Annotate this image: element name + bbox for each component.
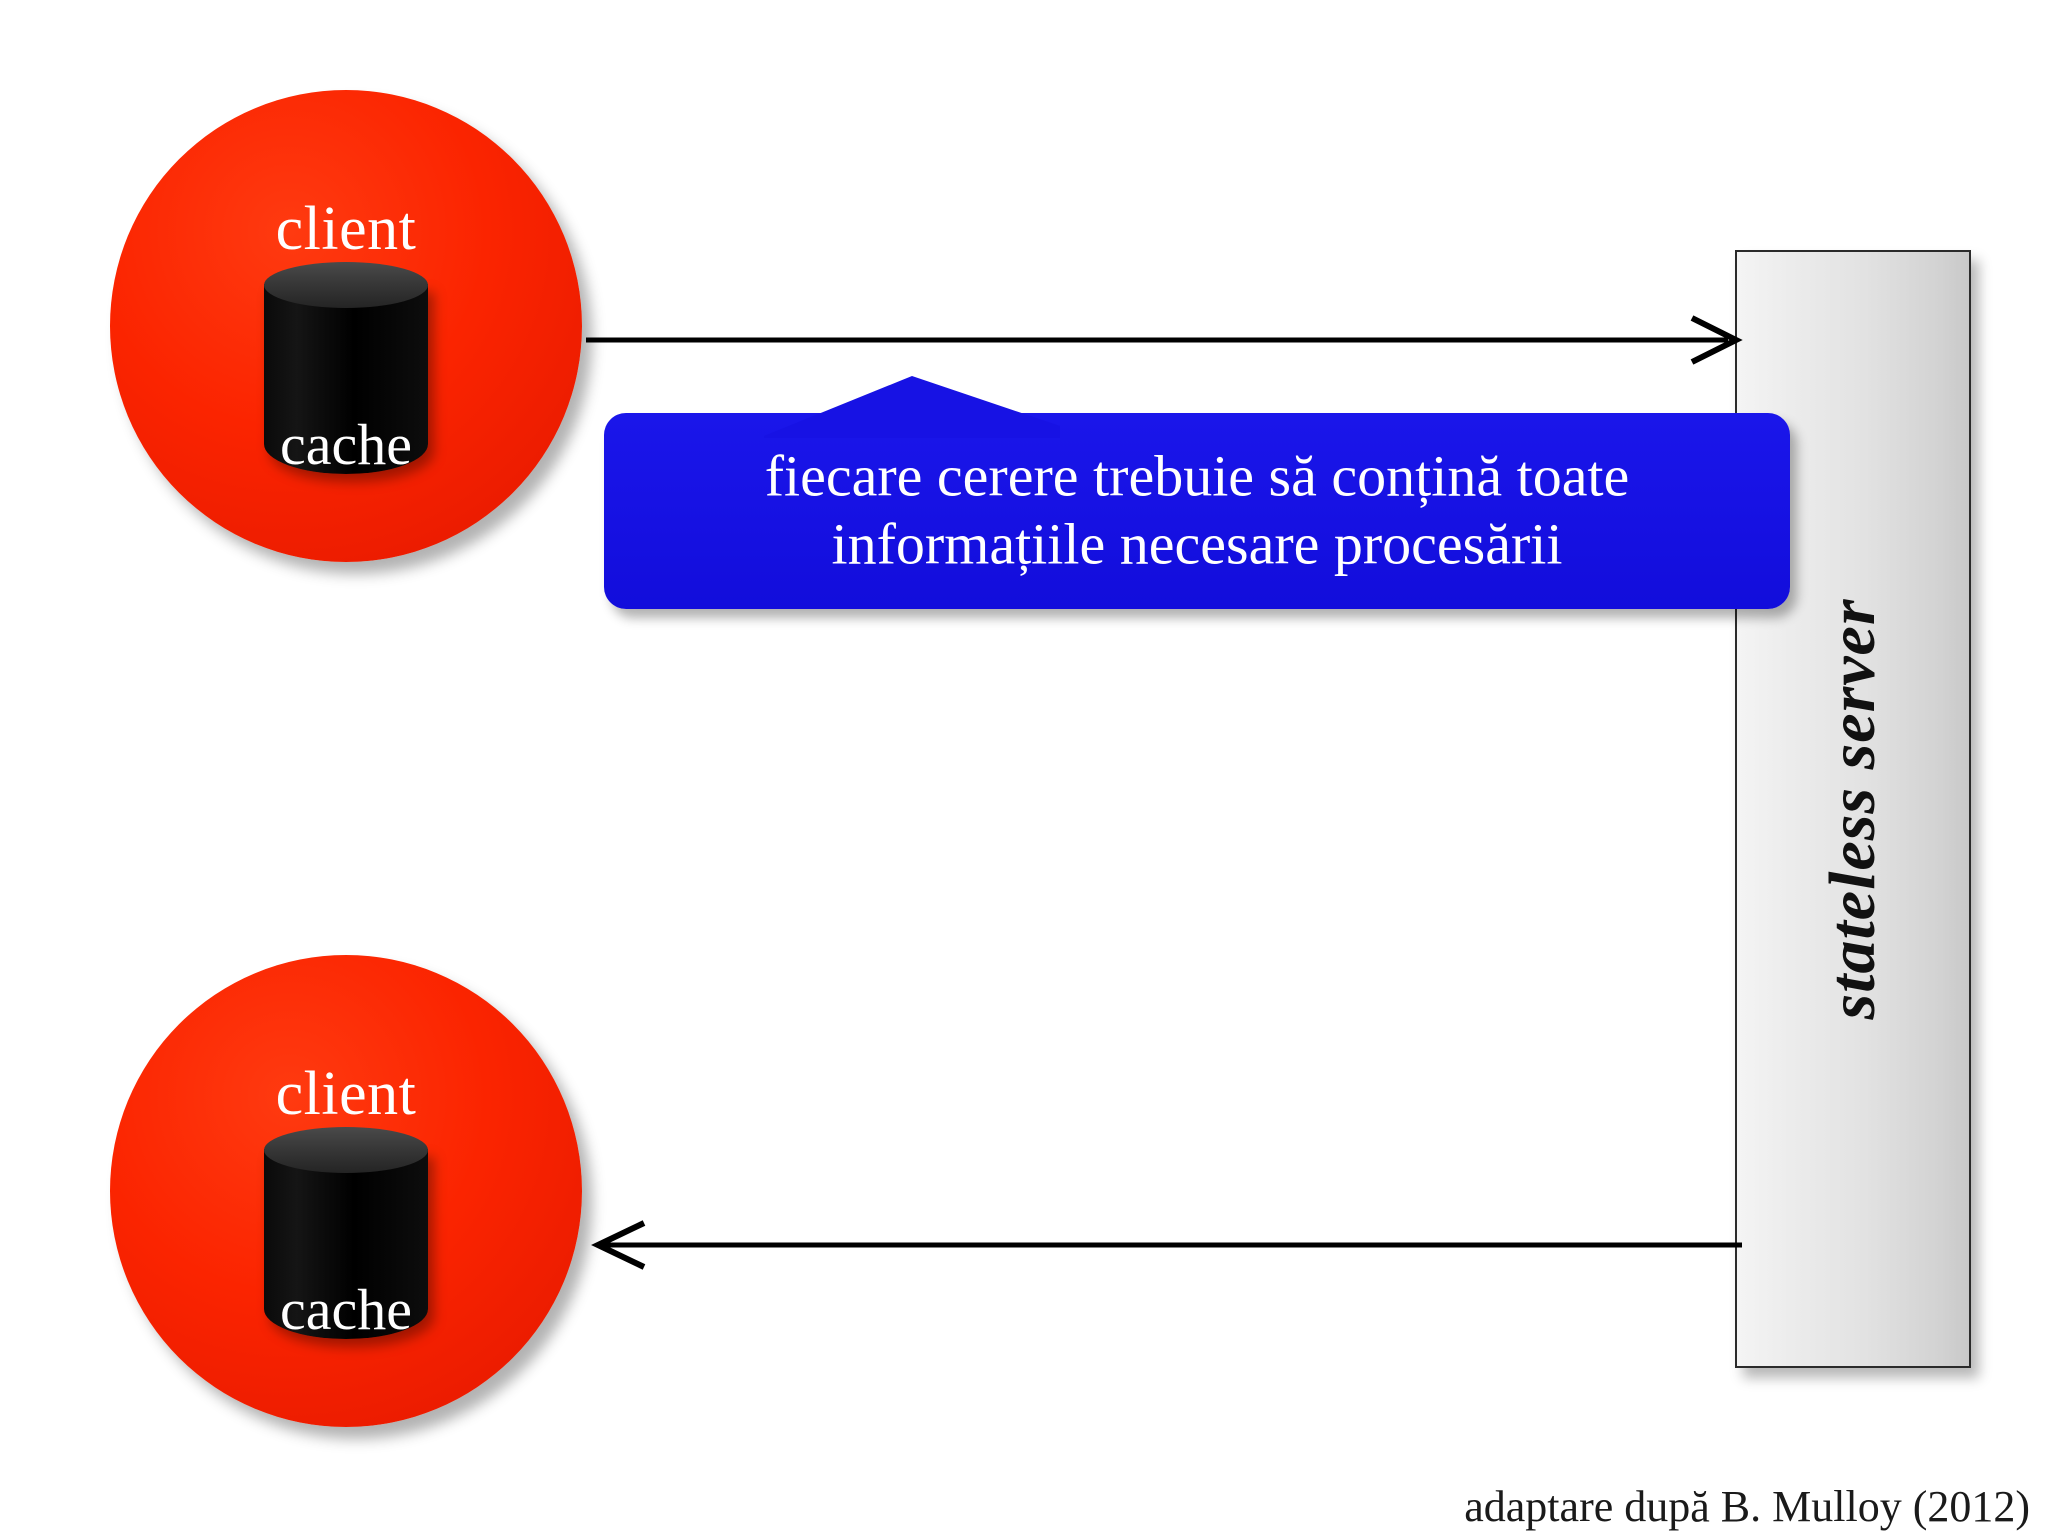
callout-tail-icon bbox=[764, 376, 1060, 438]
credit-text: adaptare după B. Mulloy (2012) bbox=[1464, 1482, 2030, 1531]
client-node-top[interactable]: client cache bbox=[110, 90, 582, 562]
request-arrowhead bbox=[1690, 315, 1743, 365]
cylinder-body bbox=[264, 284, 428, 474]
cylinder-top-ellipse bbox=[264, 1127, 428, 1173]
cache-label-bottom: cache bbox=[280, 1277, 412, 1342]
stateless-server-label: stateless server bbox=[1816, 598, 1889, 1020]
client-label-top: client bbox=[275, 195, 417, 263]
cache-cylinder-bottom: cache bbox=[264, 1127, 428, 1357]
callout-box[interactable]: fiecare cerere trebuie să conțină toate … bbox=[604, 413, 1790, 609]
cylinder-top-ellipse bbox=[264, 262, 428, 308]
callout-line-2: informațiile necesare procesării bbox=[831, 512, 1563, 577]
client-label-bottom: client bbox=[275, 1060, 417, 1128]
request-arrow bbox=[586, 315, 1743, 365]
response-arrow bbox=[591, 1220, 1742, 1270]
cache-cylinder-top: cache bbox=[264, 262, 428, 492]
cache-label-top: cache bbox=[280, 412, 412, 477]
client-node-bottom[interactable]: client cache bbox=[110, 955, 582, 1427]
callout-line-1: fiecare cerere trebuie să conțină toate bbox=[764, 443, 1630, 509]
cylinder-body bbox=[264, 1149, 428, 1339]
callout-text: fiecare cerere trebuie să conțină toate … bbox=[604, 443, 1790, 580]
response-arrowhead bbox=[591, 1220, 646, 1270]
